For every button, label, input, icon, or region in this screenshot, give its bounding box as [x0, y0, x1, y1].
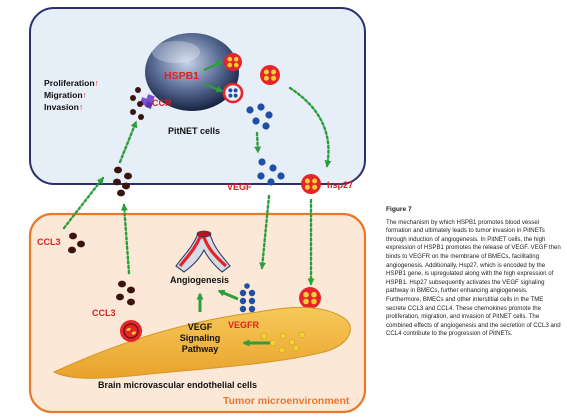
vegf-granules: [260, 331, 306, 354]
pathway-line-3: Pathway: [182, 344, 219, 354]
effect-proliferation-arrow: ↑: [95, 78, 99, 88]
pathway-line-1: VEGF: [188, 322, 213, 332]
effect-proliferation: Proliferation: [44, 78, 95, 88]
vegf-label: VEGF: [227, 182, 252, 192]
ccl3-dots-released: [113, 166, 132, 197]
vegfr-receptor: [239, 283, 256, 313]
figure-caption: Figure 7 The mechanism by which HSPB1 pr…: [386, 206, 564, 339]
hsp27-cluster-tme: [299, 287, 321, 309]
effect-invasion: Invasion: [44, 102, 79, 112]
pitnet-cells-label: PitNET cells: [168, 126, 220, 136]
ccl3-left-up-arrow: [62, 176, 105, 230]
angiogenesis-label: Angiogenesis: [170, 275, 229, 285]
ccr-receptor: [139, 94, 155, 109]
svg-text:Invasion↑: Invasion↑: [44, 102, 83, 112]
figure-caption-title: Figure 7: [386, 206, 412, 213]
hsp27-label: hsp27: [327, 180, 353, 190]
hsp27-cluster-nucleus: [224, 53, 242, 71]
blood-vessel-icon: [175, 230, 231, 273]
vegf-dots-released: [257, 158, 285, 186]
ccl3-inner-up-arrow: [120, 203, 131, 275]
ccl3-dots-inner: [116, 280, 135, 306]
hspb1-label: HSPB1: [164, 70, 199, 82]
ccl3-inner-label: CCL3: [92, 308, 116, 318]
ccl3-dots-cell-surface: [130, 87, 144, 120]
effect-invasion-arrow: ↑: [79, 102, 83, 112]
effect-migration: Migration: [44, 90, 83, 100]
hsp27-cluster-outside: [301, 174, 321, 194]
hsp27-release-arrow: [288, 86, 332, 168]
brain-endothelial-cell: [52, 306, 351, 379]
effects-list: Proliferation↑ Migration↑ Invasion↑: [44, 78, 99, 112]
tme-title: Tumor microenvironment: [223, 395, 350, 407]
hsp27-cluster-released: [260, 65, 280, 85]
vegfr-label: VEGFR: [228, 320, 260, 330]
svg-text:Proliferation↑: Proliferation↑: [44, 78, 99, 88]
hspb1-to-vesicle-arrow: [203, 82, 224, 93]
endothelial-cells-label: Brain microvascular endothelial cells: [98, 380, 257, 390]
effect-migration-arrow: ↑: [83, 90, 87, 100]
endothelial-nucleus: [120, 320, 142, 342]
hsp27-cluster-vesicle: [222, 82, 244, 104]
vegf-release-arrow: [254, 131, 262, 154]
svg-text:Migration↑: Migration↑: [44, 90, 87, 100]
nucleus-highlight: [152, 41, 200, 63]
vegf-to-vegfr-arrow: [259, 194, 271, 270]
ccr-label: CCR: [152, 98, 172, 108]
ccl3-to-pitnet-arrow: [118, 120, 138, 164]
ccl3-dots-left: [68, 232, 85, 254]
pathway-line-2: Signaling: [180, 333, 221, 343]
vegf-dots-cell: [246, 103, 273, 130]
vegfr-to-angiogenesis-arrow: [217, 289, 239, 301]
figure-caption-body: The mechanism by which HSPB1 promotes bl…: [386, 218, 561, 338]
ccl3-left-label: CCL3: [37, 237, 61, 247]
vegf-pathway-label: VEGF Signaling Pathway: [180, 322, 221, 354]
hspb1-to-hsp27-arrow: [203, 60, 224, 72]
pitnet-nucleus: [145, 33, 239, 111]
